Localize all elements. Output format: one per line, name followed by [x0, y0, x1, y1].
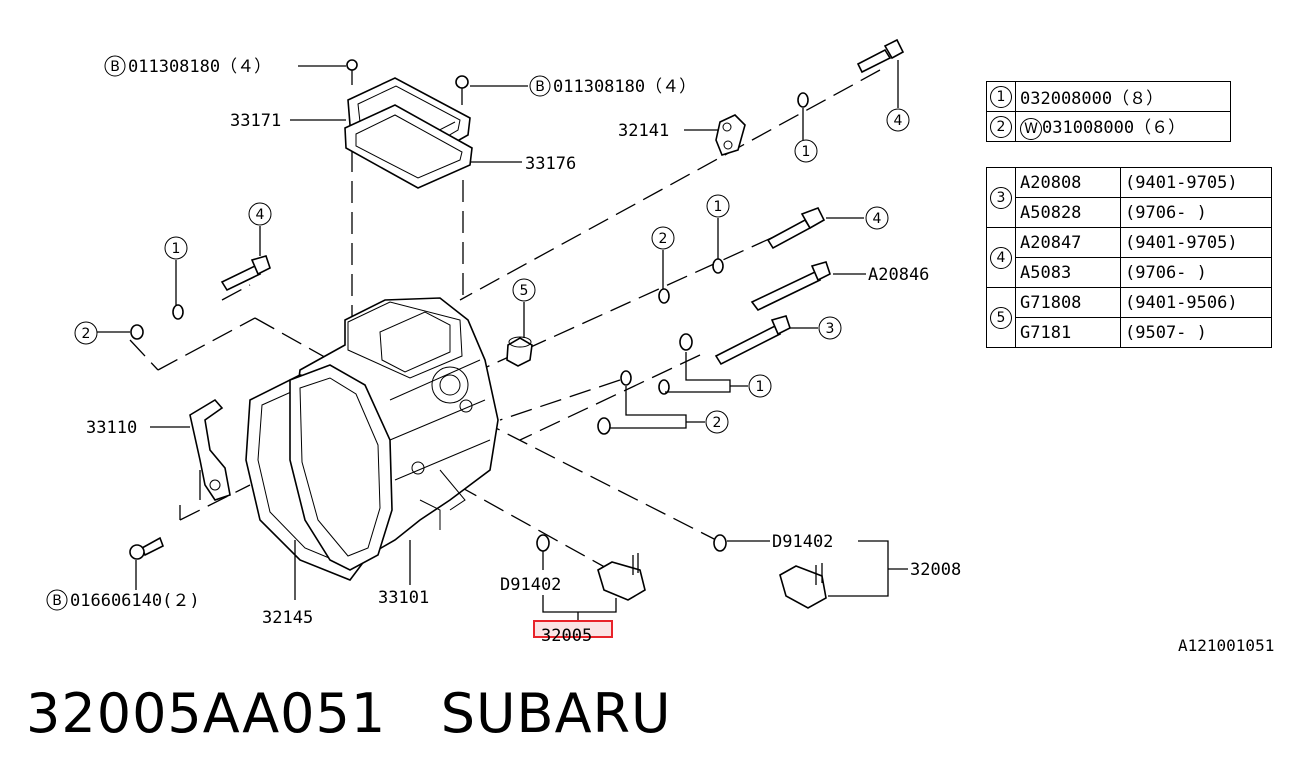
label-33101: 33101	[378, 588, 429, 608]
table2-circle-4: 4	[990, 246, 1012, 269]
b-mark-top-right: B	[535, 79, 545, 95]
table2-date: (9706- )	[1120, 197, 1272, 228]
table2-part: A20808	[1015, 167, 1121, 198]
table2-row-4b: A5083 (9706- )	[987, 257, 1272, 288]
diagram-reference-code: A121001051	[1178, 636, 1275, 655]
table2-date: (9401-9506)	[1120, 287, 1272, 318]
table2-circle-5: 5	[990, 306, 1012, 329]
callout-3: 3	[826, 321, 835, 337]
circled-number-callouts: 4 1 4 1 2 3 5 1 2 1 4 2	[74, 108, 910, 434]
cover-bolts	[346, 59, 469, 105]
b-mark-top-left: B	[110, 59, 120, 75]
label-bolt-b-top-right: 011308180（４）	[553, 77, 696, 97]
label-32141: 32141	[618, 121, 669, 141]
table2-part: G7181	[1015, 317, 1121, 348]
highlight-box-32005[interactable]	[533, 620, 613, 638]
table1-circle-1: 1	[990, 85, 1012, 108]
table2-row-3b: A50828 (9706- )	[987, 197, 1272, 228]
table1-circle-2: 2	[990, 115, 1012, 138]
leader-lines	[97, 60, 908, 622]
label-bolt-b-bottom: 016606140(２)	[70, 591, 200, 611]
table2-date: (9401-9705)	[1120, 167, 1272, 198]
table2-part: A20847	[1015, 227, 1121, 258]
b-marks: B B B	[46, 55, 551, 611]
table2-date: (9706- )	[1120, 257, 1272, 288]
callout-1-left: 1	[172, 241, 181, 257]
callout-4-top-right: 4	[894, 113, 903, 129]
b-mark-bottom: B	[52, 593, 62, 609]
callout-2-left: 2	[82, 326, 91, 342]
table2-part: G71808	[1015, 287, 1121, 318]
label-d91402-right: D91402	[772, 532, 833, 552]
callout-4-left: 4	[256, 207, 265, 223]
callout-2-mid: 2	[659, 231, 668, 247]
table2-row-3a: 3 A20808 (9401-9705)	[986, 167, 1272, 228]
table2-date: (9507- )	[1120, 317, 1272, 348]
table2-row-4a: 4 A20847 (9401-9705)	[986, 227, 1272, 288]
callout-2-lower: 2	[713, 415, 722, 431]
label-bolt-b-top-left: 011308180（４）	[128, 57, 271, 77]
callout-5: 5	[520, 283, 529, 299]
label-33176: 33176	[525, 154, 576, 174]
table2-part: A5083	[1015, 257, 1121, 288]
label-33110: 33110	[86, 418, 137, 438]
label-32008: 32008	[910, 560, 961, 580]
label-a20846: A20846	[868, 265, 929, 285]
table2-circle-3: 3	[990, 186, 1012, 209]
table1-value-1: 032008000（８）	[1015, 81, 1231, 112]
label-32005: 32005	[541, 626, 592, 646]
table2-row-5a: 5 G71808 (9401-9506)	[986, 287, 1272, 348]
label-33171: 33171	[230, 111, 281, 131]
part-number-caption: 32005AA051 SUBARU	[26, 682, 672, 745]
table2-part: A50828	[1015, 197, 1121, 228]
bolt-legend-table: 3 A20808 (9401-9705) A50828 (9706- ) 4 A…	[986, 167, 1272, 348]
bolts-washers	[129, 38, 905, 609]
table2-row-5b: G7181 (9507- )	[987, 317, 1272, 348]
table1-row-1: 1 032008000（８）	[986, 81, 1231, 112]
table2-date: (9401-9705)	[1120, 227, 1272, 258]
callout-1-lower: 1	[756, 379, 765, 395]
callout-1-mid: 1	[714, 199, 723, 215]
bellhousing-gasket-32145	[245, 364, 393, 581]
gasket-33176	[344, 104, 473, 189]
callout-1-top: 1	[802, 144, 811, 160]
table1-w-mark: W	[1020, 118, 1042, 140]
label-32145: 32145	[262, 608, 313, 628]
table1-value-2: 031008000（６）	[1042, 118, 1186, 138]
dashed-assembly-lines	[129, 69, 881, 571]
label-d91402-left: D91402	[500, 575, 561, 595]
lever-33110	[189, 398, 231, 501]
callout-4-mid: 4	[873, 211, 882, 227]
